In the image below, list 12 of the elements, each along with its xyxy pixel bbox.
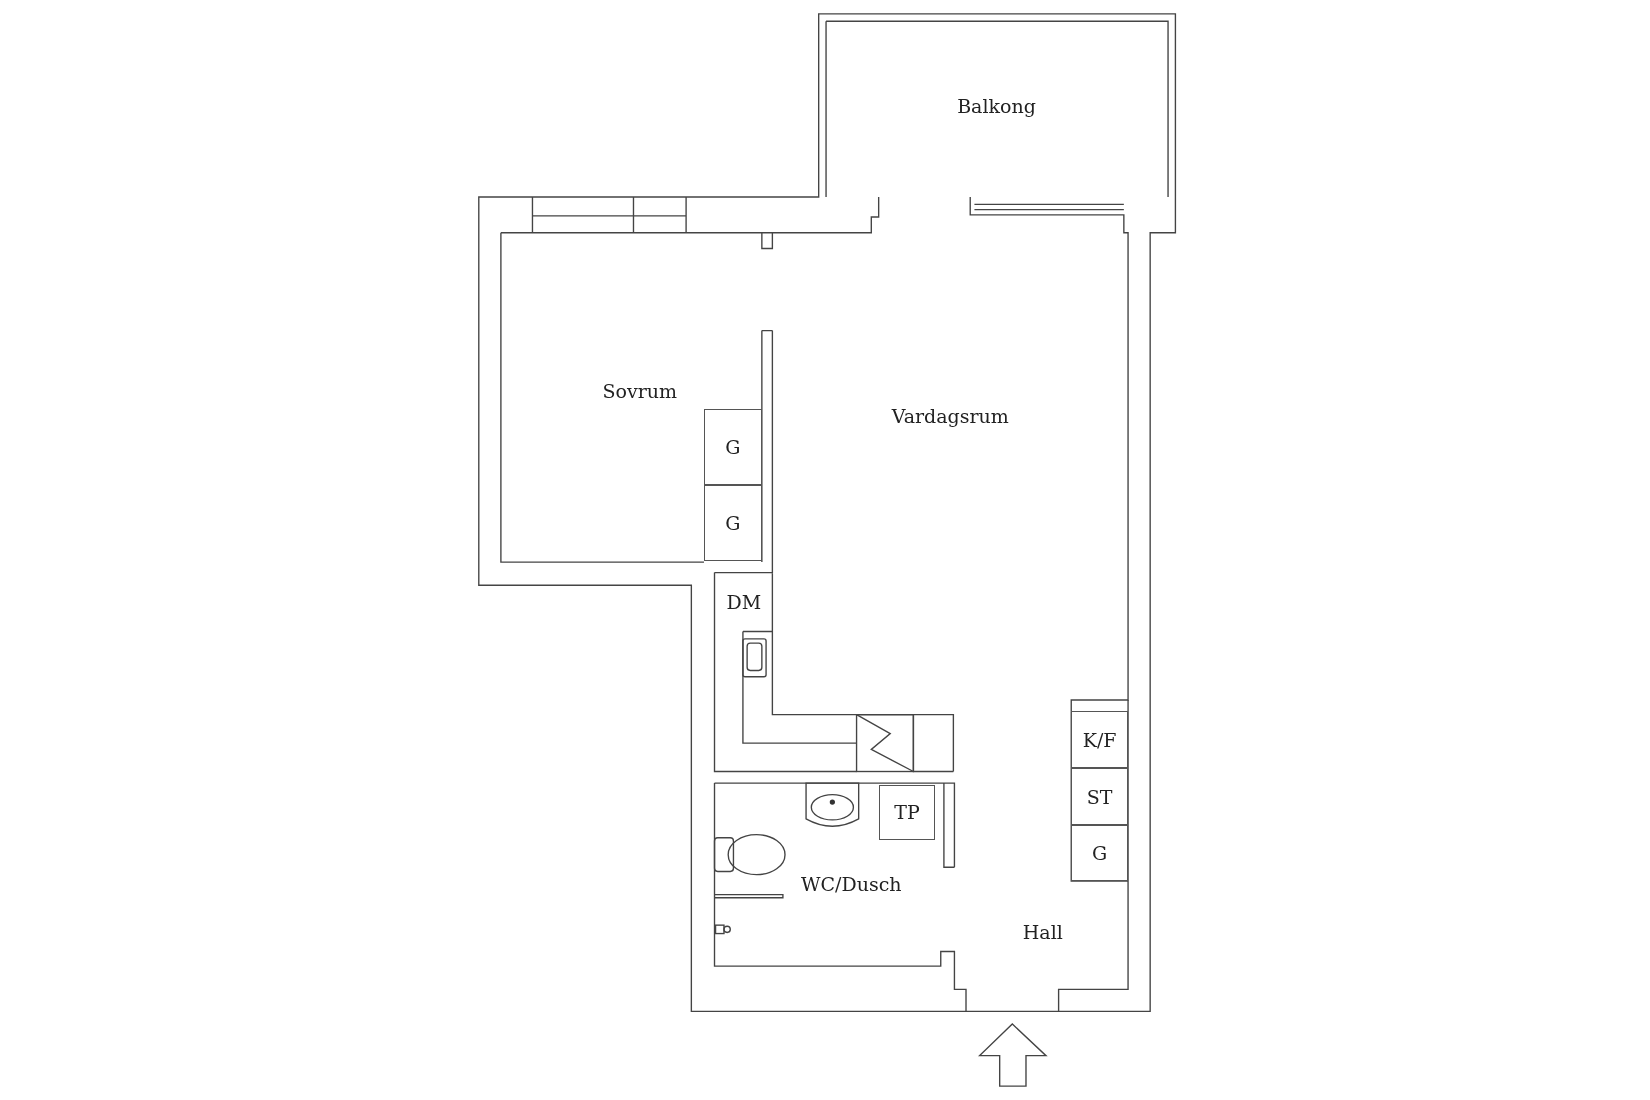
- room-name: Sovrum: [602, 380, 678, 403]
- room-name: Balkong: [957, 95, 1036, 118]
- room-name: Hall: [1022, 921, 1063, 944]
- cabinet: TP: [878, 785, 936, 840]
- cabinet: G: [1071, 825, 1129, 881]
- appliance-label: DM: [715, 573, 773, 632]
- cabinet: ST: [1071, 768, 1129, 825]
- room-name: WC/Dusch: [801, 872, 902, 895]
- cabinet: G: [704, 485, 762, 561]
- room-name: Vardagsrum: [891, 404, 1009, 427]
- cabinet: K/F: [1071, 711, 1129, 769]
- cabinet: G: [704, 409, 762, 486]
